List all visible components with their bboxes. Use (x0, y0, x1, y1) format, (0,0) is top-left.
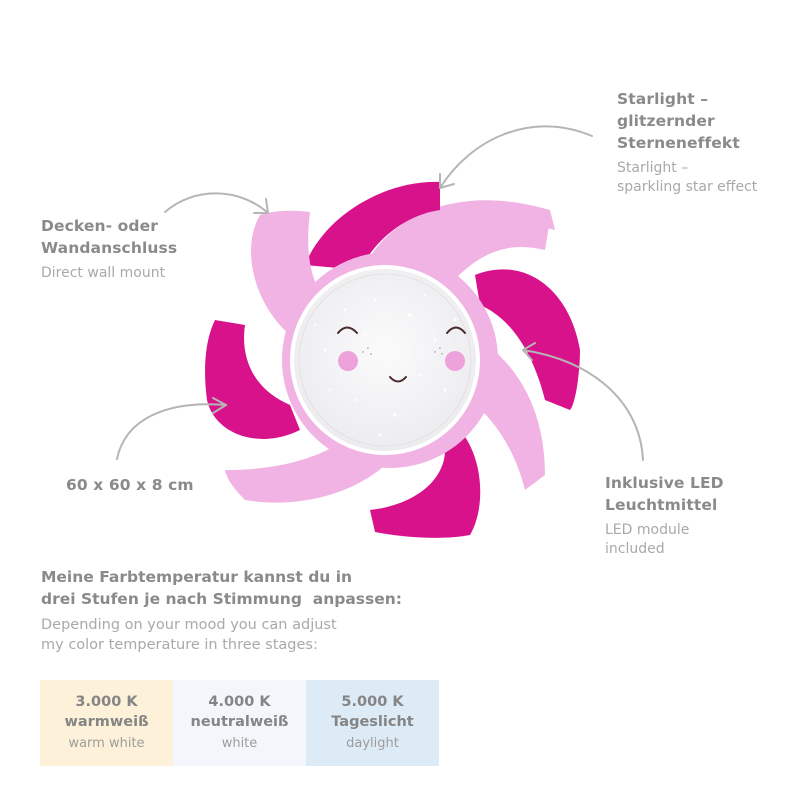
intro-heading: Meine Farbtemperatur kannst du in drei S… (41, 568, 402, 608)
left-eye (337, 326, 358, 334)
mouth (389, 376, 407, 383)
feature-heading: Starlight – glitzernder Sterneneffekt (617, 90, 740, 152)
color-temperature-options: 3.000 K warmweiß warm white 4.000 K neut… (40, 680, 439, 766)
temp-option-warm: 3.000 K warmweiß warm white (40, 680, 173, 766)
feature-heading: Decken- oder Wandanschluss (41, 217, 178, 257)
left-cheek (338, 351, 358, 371)
petal-dark (305, 181, 440, 270)
feature-starlight: Starlight – glitzernder Sterneneffekt St… (617, 88, 757, 197)
feature-dimensions: 60 x 60 x 8 cm (66, 474, 194, 496)
petal-dark (370, 430, 481, 538)
petal-dark (205, 320, 300, 439)
right-cheek (445, 351, 465, 371)
temp-option-neutral: 4.000 K neutralweiß white (173, 680, 306, 766)
color-temperature-intro: Meine Farbtemperatur kannst du in drei S… (41, 566, 402, 655)
temp-option-daylight: 5.000 K Tageslicht daylight (306, 680, 439, 766)
feature-subtext: Direct wall mount (41, 265, 166, 281)
feature-heading: 60 x 60 x 8 cm (66, 476, 194, 494)
star-effect (313, 293, 457, 437)
lamp-disc (290, 265, 480, 455)
feature-mount: Decken- oder Wandanschluss Direct wall m… (41, 215, 177, 283)
right-eye (446, 326, 466, 334)
intro-subtext: Depending on your mood you can adjust my… (41, 617, 337, 653)
feature-heading: Inklusive LED Leuchtmittel (605, 474, 724, 514)
feature-led: Inklusive LED Leuchtmittel LED module in… (605, 472, 724, 559)
feature-subtext: Starlight – sparkling star effect (617, 160, 758, 195)
feature-subtext: LED module included (605, 522, 690, 557)
